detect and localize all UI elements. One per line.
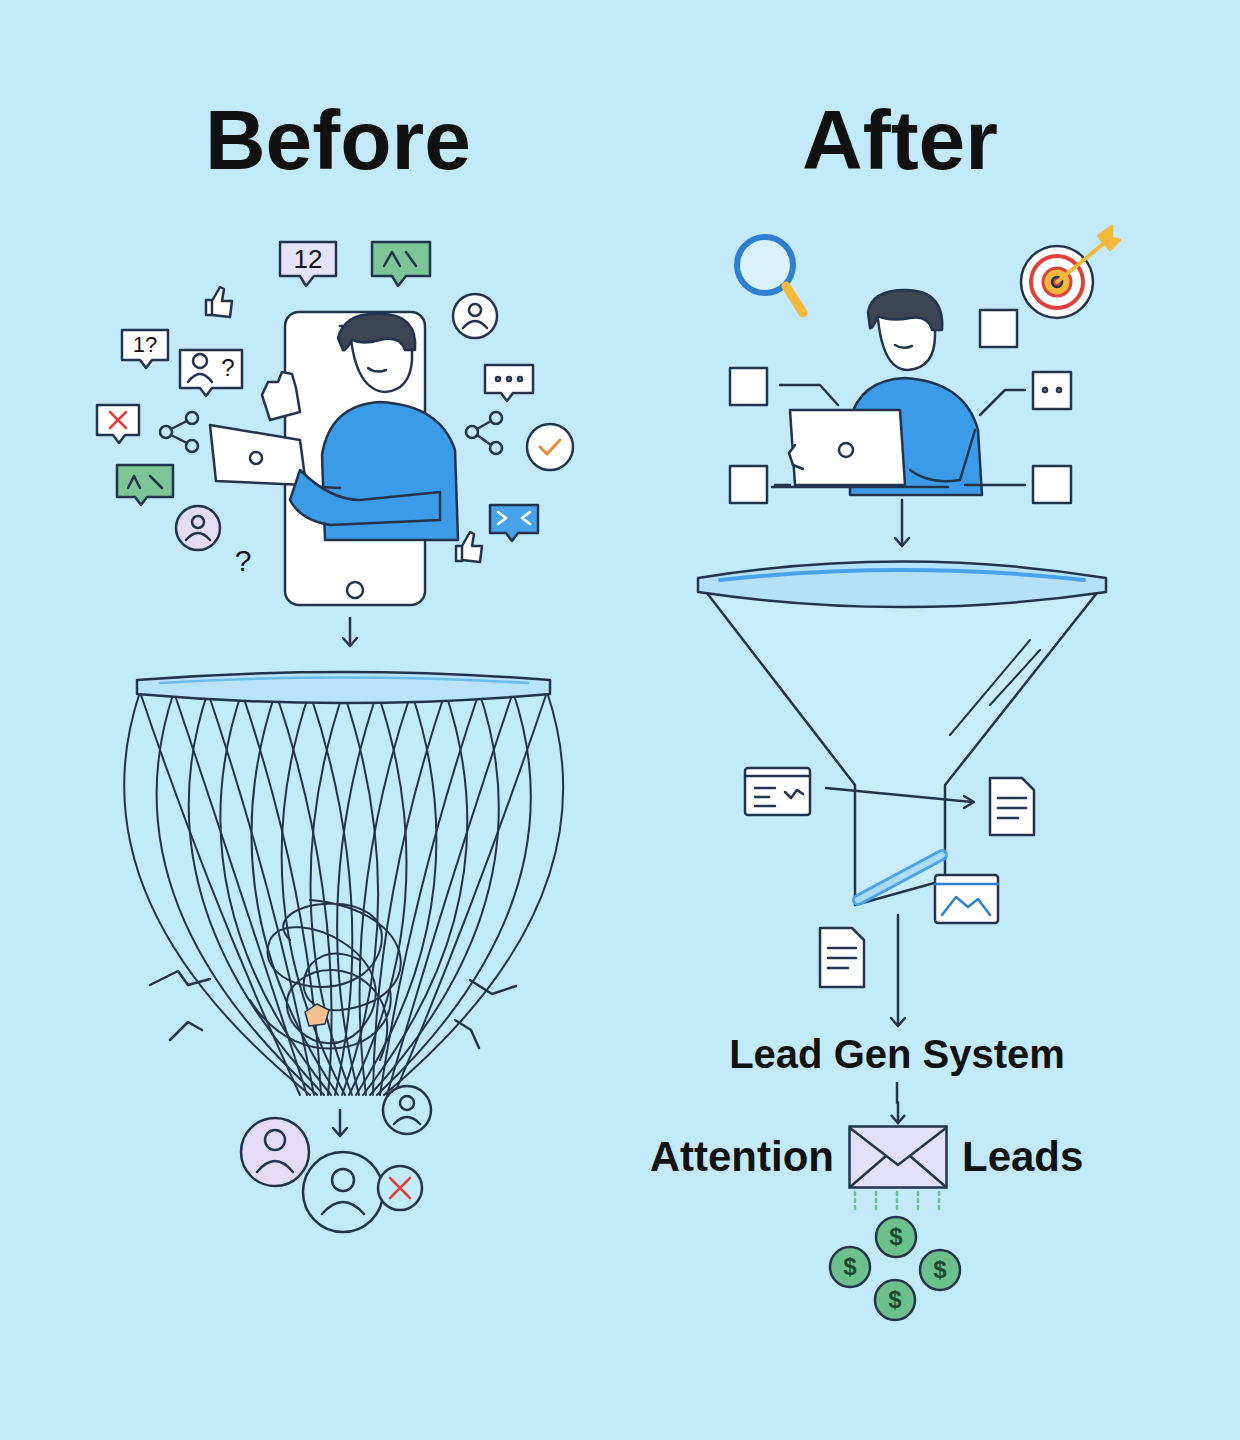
section-heading: Before <box>205 94 471 186</box>
net-strand <box>220 692 331 1095</box>
flow-arrow <box>891 1082 905 1123</box>
node-text: Leads <box>962 1133 1083 1181</box>
badge-number: 12 <box>294 245 323 274</box>
net-strand <box>394 692 547 1095</box>
node-text: Lead Gen System <box>729 1032 1065 1077</box>
coin-symbol: $ <box>933 1257 946 1283</box>
envelope-node: Attention Leads <box>650 1125 1084 1189</box>
net-strand <box>349 692 407 1095</box>
net-strand <box>363 692 467 1095</box>
coin-symbol: $ <box>888 1287 901 1313</box>
net-strand <box>242 692 321 1095</box>
net-strand <box>251 692 338 1095</box>
net-strand <box>387 692 513 1095</box>
net-strand <box>140 692 300 1095</box>
envelope-icon <box>848 1125 948 1189</box>
net-strand <box>282 692 345 1095</box>
process-label: Lead Gen System <box>725 1030 1069 1079</box>
node-text: Attention <box>650 1133 834 1181</box>
coin-symbol: $ <box>843 1254 856 1280</box>
net-strand <box>377 692 531 1095</box>
badge-number: 1? <box>133 333 157 357</box>
question-mark: ? <box>221 355 234 381</box>
section-heading: After <box>802 94 998 186</box>
envelope-shape <box>848 1125 948 1189</box>
question-mark: ? <box>235 544 252 577</box>
coin-symbol: $ <box>889 1224 902 1250</box>
net-strand <box>380 692 479 1095</box>
net-strand <box>356 692 436 1095</box>
